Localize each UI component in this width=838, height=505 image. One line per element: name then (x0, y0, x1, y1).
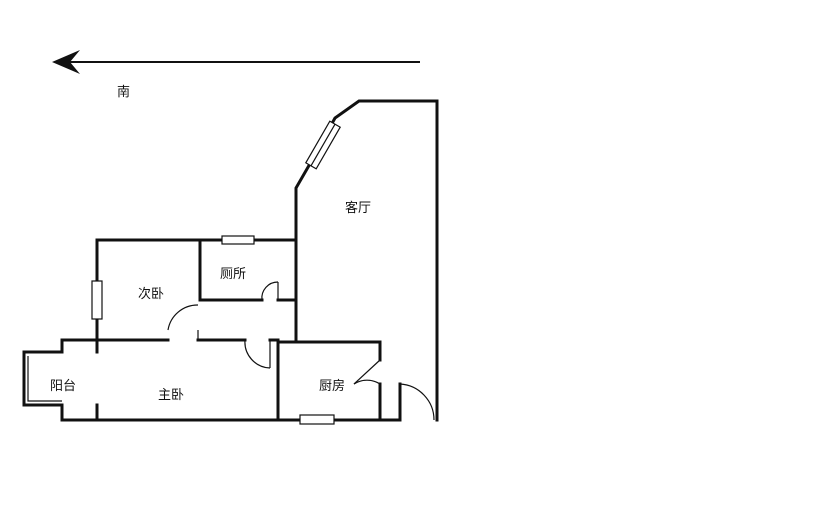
balcony-rail (27, 356, 62, 402)
master-bedroom-door (244, 339, 271, 369)
kitchen-window (299, 414, 335, 425)
kitchen-door (353, 359, 381, 385)
room-label-balcony: 阳台 (50, 379, 77, 394)
south-arrow-icon (52, 50, 420, 74)
second-bedroom-door (167, 304, 199, 340)
doors (167, 281, 435, 421)
walls (22, 99, 439, 422)
room-label-living-room: 客厅 (345, 201, 372, 216)
room-label-second-bedroom: 次卧 (138, 287, 165, 302)
living-room-window (304, 120, 342, 170)
room-label-kitchen: 厨房 (319, 379, 346, 394)
second-bedroom-window (91, 280, 103, 320)
toilet-door (261, 281, 279, 301)
toilet-window (221, 235, 255, 245)
compass-south-label: 南 (117, 85, 131, 100)
room-label-toilet: 厕所 (220, 267, 247, 282)
room-label-master-bedroom: 主卧 (158, 388, 185, 403)
windows (91, 120, 342, 425)
entrance-door (399, 383, 435, 421)
